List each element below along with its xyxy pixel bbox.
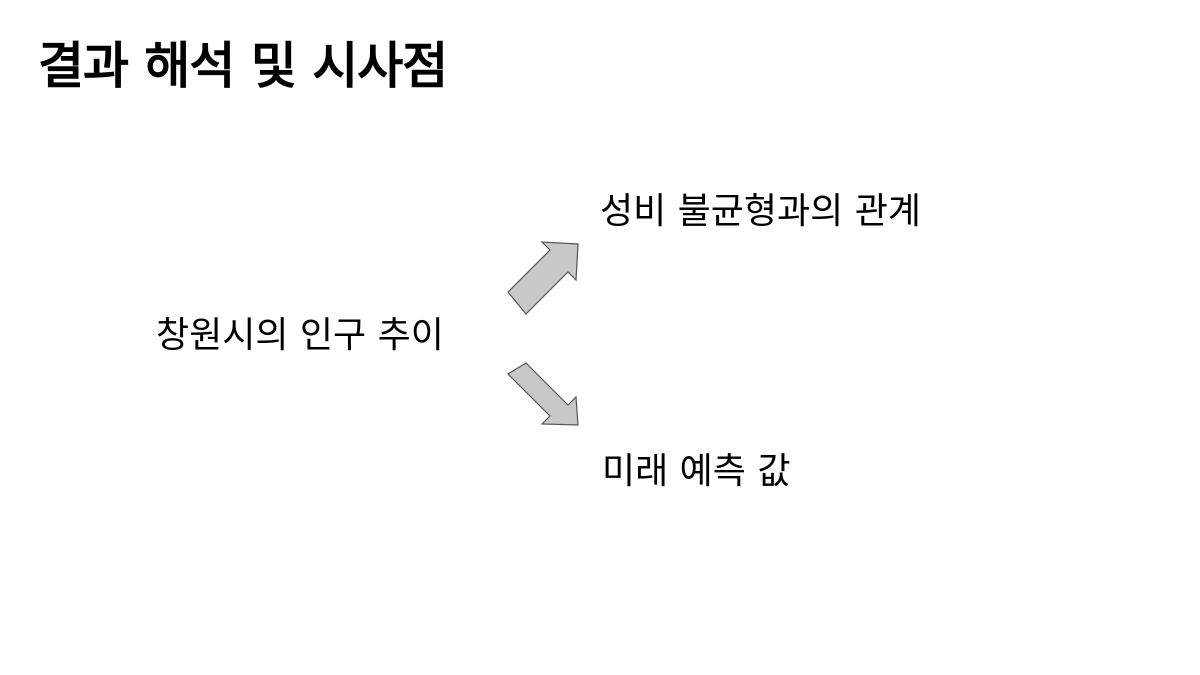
slide-title: 결과 해석 및 시사점 xyxy=(38,37,448,95)
target-node-sex-ratio: 성비 불균형과의 관계 xyxy=(600,191,921,232)
target-node-forecast: 미래 예측 값 xyxy=(602,451,791,492)
arrow-up-right-icon xyxy=(507,241,579,315)
source-node: 창원시의 인구 추이 xyxy=(156,315,444,356)
arrow-down-right-icon xyxy=(507,362,579,426)
